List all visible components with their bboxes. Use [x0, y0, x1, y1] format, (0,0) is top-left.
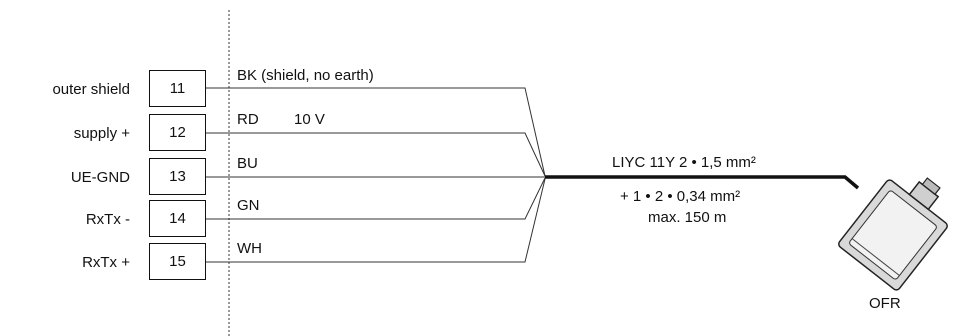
wire-rd [206, 132, 546, 177]
device-label: OFR [869, 295, 901, 312]
wire-gn [206, 177, 546, 220]
ofr-sensor-icon [838, 177, 948, 291]
cable-spec-line3: max. 150 m [648, 209, 727, 226]
signal-label-rxtx-plus: RxTx + [82, 254, 130, 271]
cable-spec-line2: + 1 • 2 • 0,34 mm² [620, 188, 741, 205]
wire-label-gn: GN [237, 197, 260, 214]
wires [206, 87, 546, 263]
cable [545, 175, 860, 190]
wire-wh [206, 178, 546, 263]
wire-bk [206, 87, 546, 177]
wire-label-bu: BU [237, 155, 258, 172]
wire-label-rd: RD [237, 111, 259, 128]
signal-label-supply-plus: supply + [73, 125, 130, 142]
terminal-12: 12 [149, 114, 206, 151]
signal-label-outer-shield: outer shield [52, 81, 130, 98]
terminal-13: 13 [149, 158, 206, 195]
wire-label-wh: WH [237, 240, 262, 257]
signal-label-rxtx-minus: RxTx - [85, 211, 130, 228]
wire-label-bk: BK (shield, no earth) [237, 67, 374, 84]
signal-label-ue-gnd: UE-GND [70, 169, 130, 186]
cable-spec-line1: LIYC 11Y 2 • 1,5 mm² [612, 154, 756, 171]
terminal-14: 14 [149, 200, 206, 237]
terminal-15: 15 [149, 243, 206, 280]
wire-note-voltage: 10 V [294, 111, 325, 128]
terminal-11: 11 [149, 70, 206, 107]
